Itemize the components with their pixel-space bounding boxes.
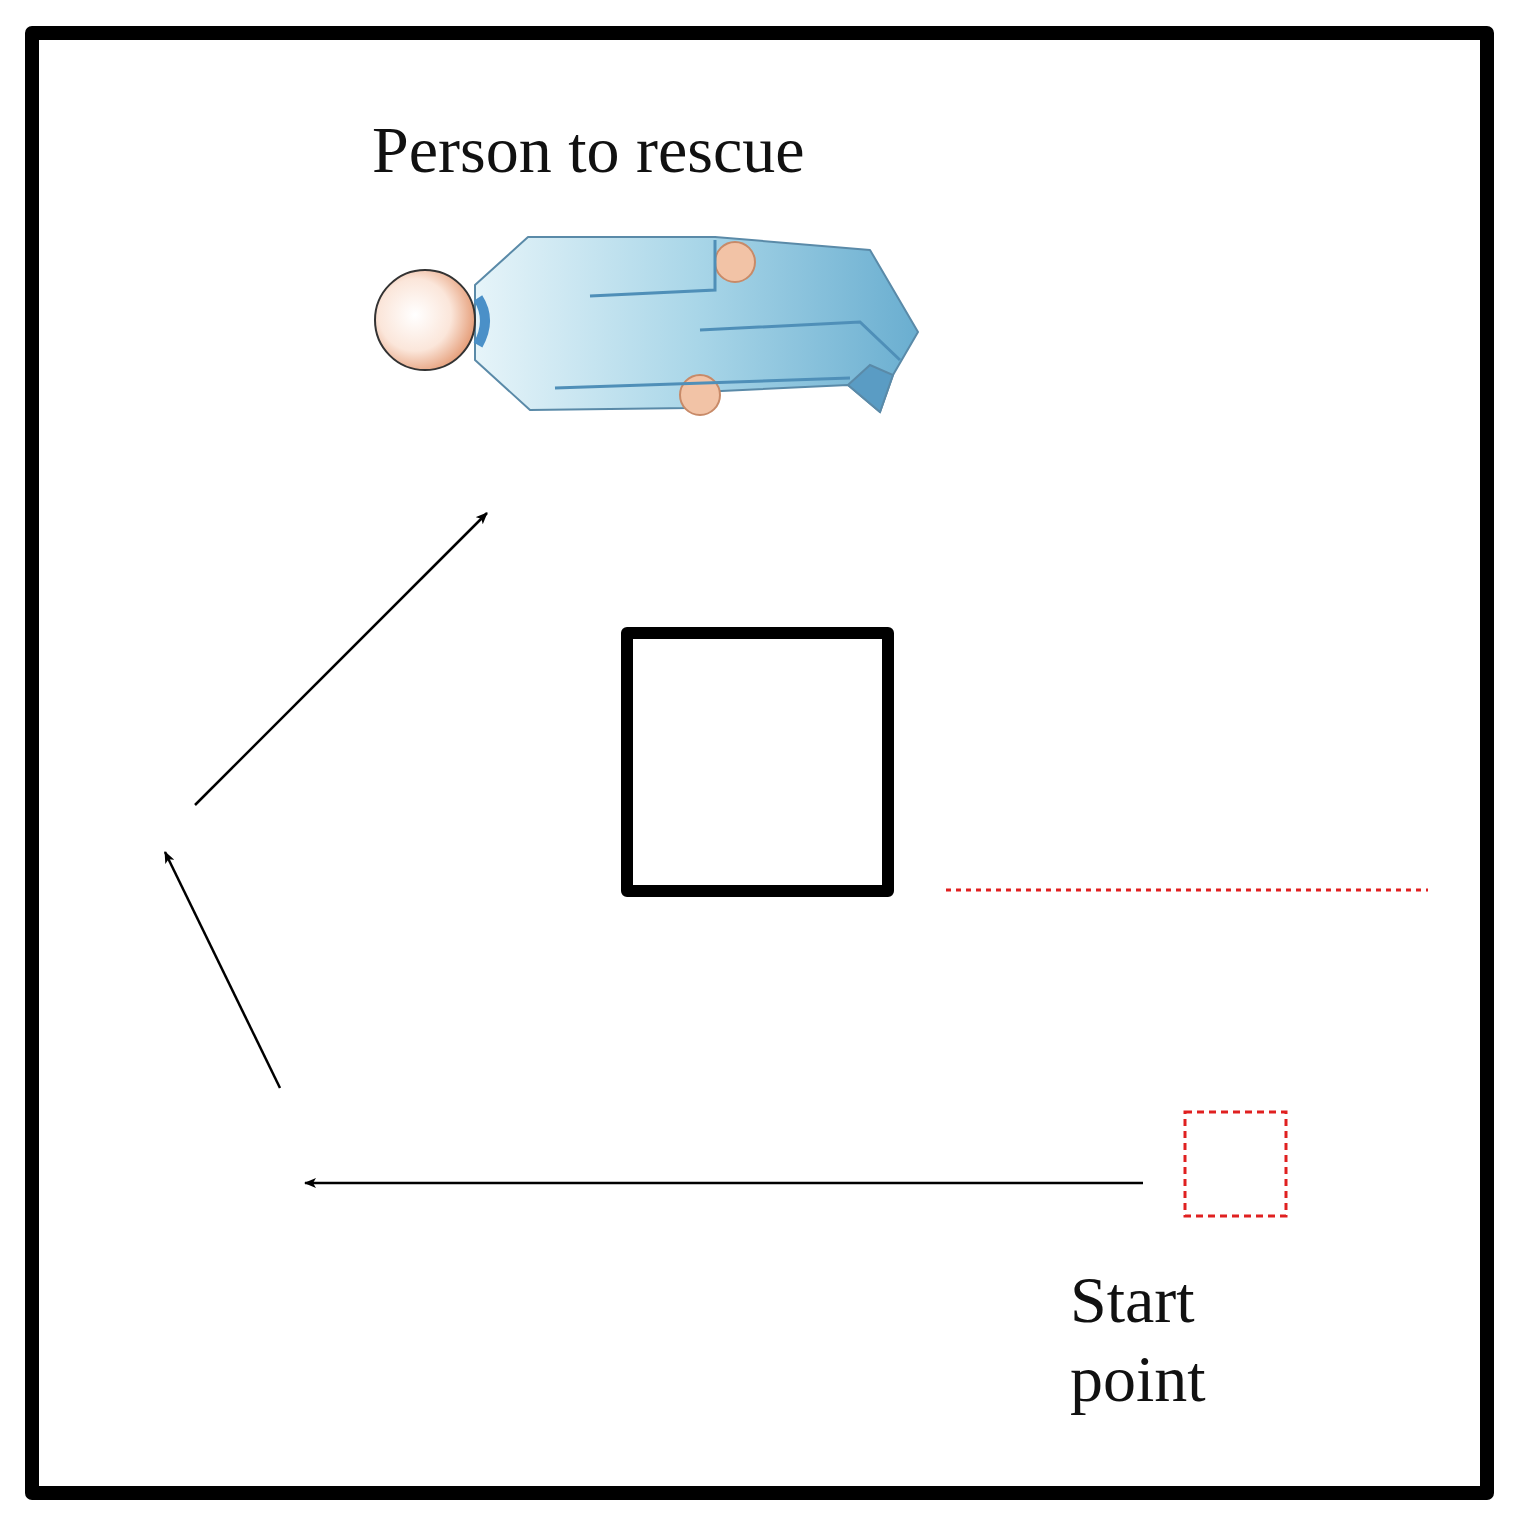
person-node: Person to rescue (360, 110, 940, 430)
person-label: Person to rescue (372, 110, 805, 189)
start-marker (1183, 1110, 1288, 1218)
room-border (32, 33, 1487, 1493)
start-label: Start point (1070, 1260, 1290, 1418)
start-node: Start point (1183, 1110, 1288, 1218)
obstacle-box (627, 633, 888, 891)
red-dotted-line (946, 889, 1428, 892)
path-arrow (165, 513, 1143, 1183)
